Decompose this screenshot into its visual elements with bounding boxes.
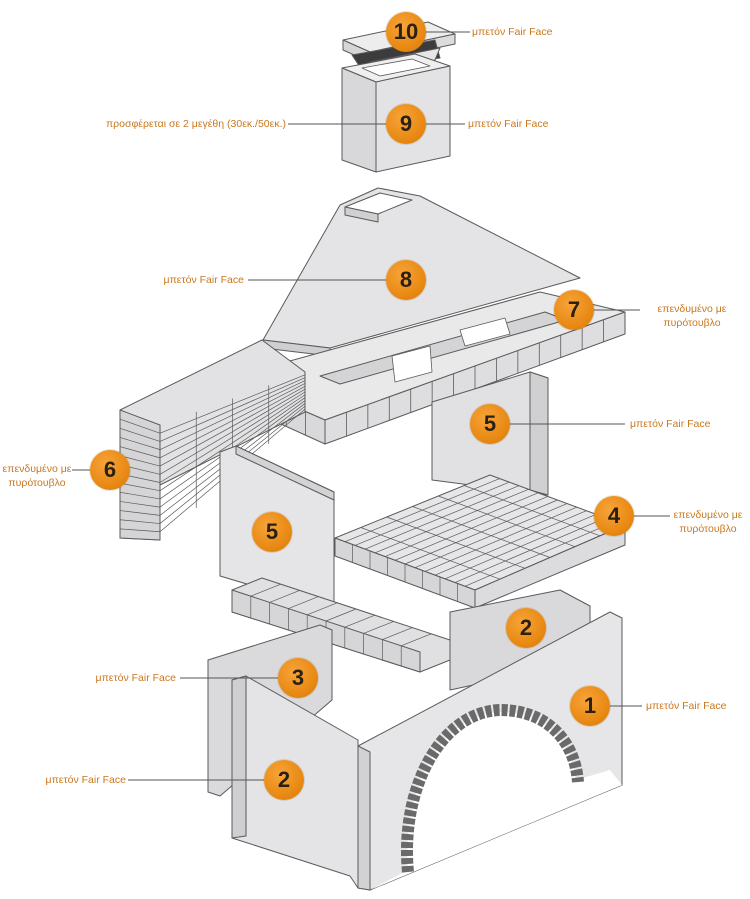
callout-label-10: μπετόν Fair Face [472, 26, 553, 38]
brick-joint [119, 427, 161, 442]
callout-label-5: μπετόν Fair Face [630, 418, 711, 430]
callout-label-7: επενδυμένο με πυρότουβλο [657, 303, 727, 329]
brick-joint [119, 491, 161, 500]
brick-joint [382, 627, 413, 640]
callout-badge-3: 3 [278, 658, 318, 698]
brick-joint [119, 482, 161, 492]
brick-joint [344, 614, 375, 628]
brick-joint [307, 602, 338, 616]
callout-badge-8: 8 [386, 260, 426, 300]
brick-joint [269, 590, 300, 603]
callout-label-4: επενδυμένο με πυρότουβλο [673, 509, 743, 535]
callout-badge-2-left: 2 [264, 760, 304, 800]
brick-joint [288, 596, 319, 609]
brick-joint [119, 437, 161, 450]
callout-badge-2-back: 2 [506, 608, 546, 648]
callout-size-note-9: προσφέρεται σε 2 μεγέθη (30εκ./50εκ.) [105, 118, 286, 130]
callout-badge-5-left: 5 [252, 512, 292, 552]
brick-joint [325, 608, 357, 622]
brick-joint [119, 528, 161, 533]
callout-badge-1: 1 [570, 686, 610, 726]
brick-joint [438, 495, 576, 547]
callout-label-9: μπετόν Fair Face [468, 118, 549, 130]
brick-joint [119, 510, 161, 516]
brick-joint [360, 527, 501, 580]
base-front-wall [357, 611, 623, 891]
brick-joint [119, 418, 161, 434]
callout-badge-5-right: 5 [470, 404, 510, 444]
callout-badge-10: 10 [386, 12, 426, 52]
callout-badge-9: 9 [386, 104, 426, 144]
brick-joint [464, 485, 601, 537]
brick-joint [119, 519, 161, 524]
brick-joint [412, 506, 551, 558]
callout-label-3: μπετόν Fair Face [95, 672, 176, 684]
callout-badge-7: 7 [554, 290, 594, 330]
callout-label-2: μπετόν Fair Face [45, 774, 126, 786]
brick-joint [386, 516, 526, 569]
callout-badge-4: 4 [594, 496, 634, 536]
brick-joint [119, 446, 161, 459]
grill-platform [334, 474, 626, 609]
firebrick-back-wall [119, 339, 306, 541]
brick-joint [119, 501, 161, 508]
brick-joint [119, 455, 161, 467]
callout-badge-6: 6 [90, 450, 130, 490]
brick-joint [363, 621, 394, 634]
brick-joint [250, 583, 281, 597]
callout-label-8: μπετόν Fair Face [163, 274, 244, 286]
brick-joint [401, 633, 432, 647]
callout-label-6: επενδυμένο με πυρότουβλο [2, 463, 72, 489]
callout-label-1: μπετόν Fair Face [646, 700, 727, 712]
